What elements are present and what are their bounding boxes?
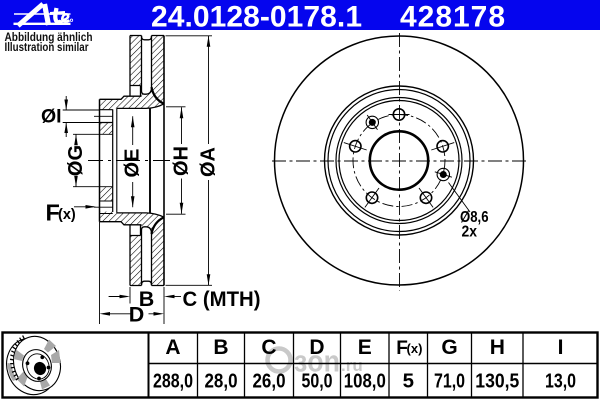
svg-text:ØI: ØI bbox=[41, 106, 62, 128]
svg-text:13,0: 13,0 bbox=[545, 370, 576, 393]
svg-text:зon: зon bbox=[294, 344, 340, 379]
svg-text:I: I bbox=[558, 336, 564, 359]
svg-text:A: A bbox=[165, 336, 180, 359]
svg-text:ØG: ØG bbox=[65, 145, 87, 176]
svg-text:5: 5 bbox=[403, 370, 414, 393]
svg-text:108,0: 108,0 bbox=[344, 370, 386, 393]
svg-text:B: B bbox=[213, 336, 228, 359]
svg-text:Abbildung ähnlich: Abbildung ähnlich bbox=[5, 31, 93, 44]
svg-text:ØA: ØA bbox=[198, 147, 220, 177]
svg-text:C (MTH): C (MTH) bbox=[183, 287, 261, 311]
svg-text:50,0: 50,0 bbox=[302, 370, 333, 393]
svg-text:ØE: ØE bbox=[122, 149, 144, 178]
svg-text:428178: 428178 bbox=[400, 0, 505, 33]
svg-text:2x: 2x bbox=[462, 224, 478, 241]
svg-text:.ru: .ru bbox=[341, 356, 363, 375]
svg-text:28,0: 28,0 bbox=[205, 370, 238, 393]
svg-text:71,0: 71,0 bbox=[434, 370, 465, 393]
svg-text:B: B bbox=[139, 287, 155, 311]
svg-text:E: E bbox=[358, 336, 372, 359]
svg-text:130,5: 130,5 bbox=[475, 370, 519, 393]
svg-text:26,0: 26,0 bbox=[253, 370, 286, 393]
svg-text:288,0: 288,0 bbox=[153, 370, 193, 393]
svg-text:F: F bbox=[396, 338, 408, 359]
svg-text:G: G bbox=[441, 336, 457, 359]
svg-text:Ø8,6: Ø8,6 bbox=[460, 209, 489, 226]
svg-text:Illustration similar: Illustration similar bbox=[5, 41, 89, 54]
svg-text:C: C bbox=[261, 336, 276, 359]
svg-text:(x): (x) bbox=[407, 341, 423, 356]
svg-text:H: H bbox=[490, 336, 505, 359]
svg-text:ØH: ØH bbox=[171, 146, 193, 176]
svg-text:D: D bbox=[309, 336, 324, 359]
svg-text:24.0128-0178.1: 24.0128-0178.1 bbox=[151, 0, 362, 33]
svg-text:D: D bbox=[129, 303, 145, 327]
svg-text:F: F bbox=[46, 200, 60, 226]
svg-text:(x): (x) bbox=[58, 207, 76, 223]
